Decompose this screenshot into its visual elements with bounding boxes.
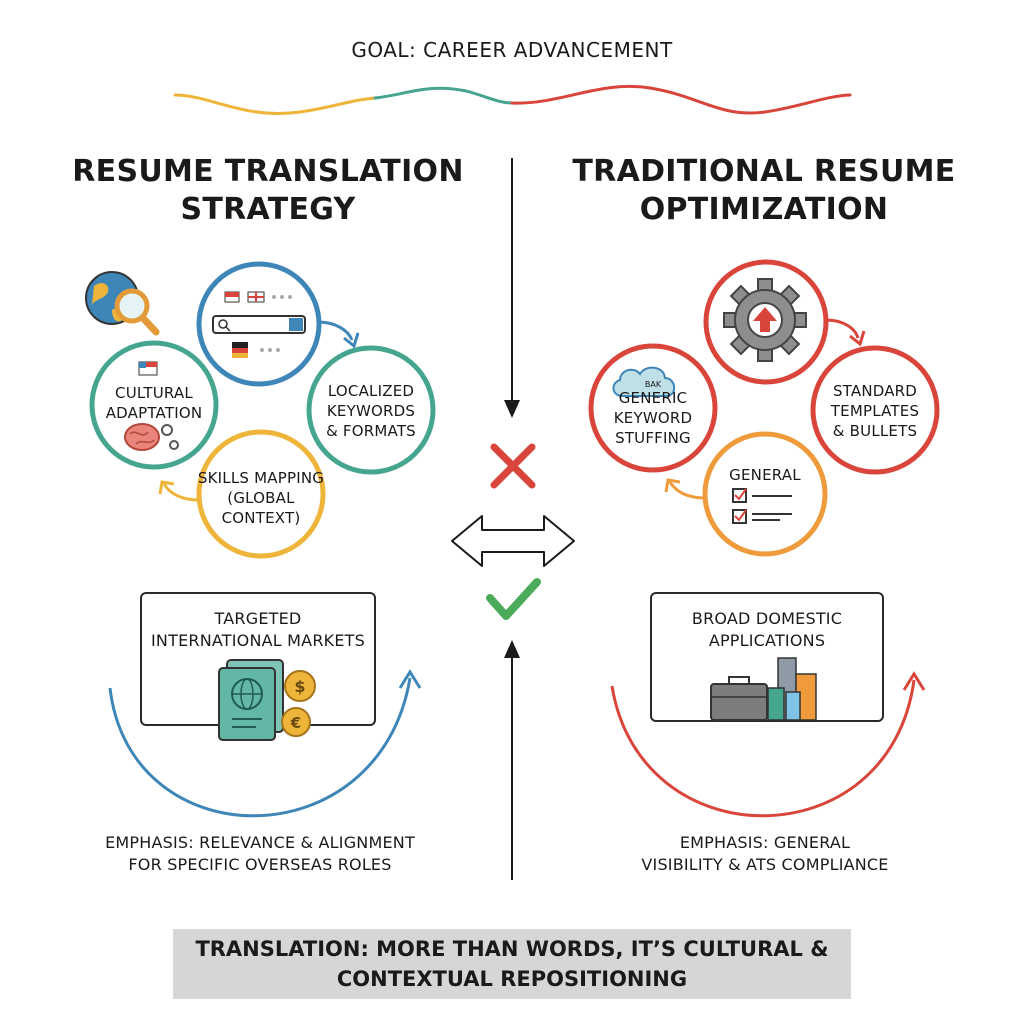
left-title: RESUME TRANSLATION STRATEGY bbox=[38, 153, 498, 229]
brain-gear-icon bbox=[124, 423, 179, 451]
left-emphasis-line2: FOR SPECIFIC OVERSEAS ROLES bbox=[128, 855, 392, 874]
right-emphasis-line1: EMPHASIS: GENERAL bbox=[679, 833, 851, 852]
circle-cultural-adaptation bbox=[89, 340, 219, 470]
generic-keyword-label: GENERIC KEYWORD STUFFING bbox=[593, 388, 713, 448]
broad-line1: BROAD DOMESTIC bbox=[691, 609, 843, 628]
broad-domestic-box: BROAD DOMESTIC APPLICATIONS bbox=[650, 592, 884, 722]
left-title-line1: RESUME TRANSLATION bbox=[72, 154, 464, 189]
standard-templates-label: STANDARD TEMPLATES & BULLETS bbox=[815, 381, 935, 441]
broad-domestic-label: BROAD DOMESTIC APPLICATIONS bbox=[652, 608, 882, 652]
general-label: GENERAL bbox=[705, 465, 825, 485]
localized-line3: & FORMATS bbox=[326, 422, 416, 440]
standard-line2: TEMPLATES bbox=[830, 402, 920, 420]
circle-skills-mapping bbox=[196, 429, 326, 559]
circle-standard-templates bbox=[810, 345, 940, 475]
goal-wave-line bbox=[173, 84, 852, 116]
checklist-icon bbox=[732, 488, 792, 524]
double-arrow-icon bbox=[451, 515, 575, 567]
skills-mapping-label: SKILLS MAPPING (GLOBAL CONTEXT) bbox=[196, 468, 326, 528]
right-cycle-arc bbox=[610, 679, 916, 818]
right-title: TRADITIONAL RESUME OPTIMIZATION bbox=[534, 153, 994, 229]
right-emphasis: EMPHASIS: GENERAL VISIBILITY & ATS COMPL… bbox=[565, 832, 965, 876]
gear-arrow-up-icon bbox=[723, 278, 807, 362]
curve-arrow-red bbox=[825, 318, 860, 339]
skills-line3: CONTEXT) bbox=[221, 509, 301, 527]
green-check-icon bbox=[486, 578, 541, 620]
circle-general bbox=[702, 431, 828, 557]
footer-banner: TRANSLATION: MORE THAN WORDS, IT’S CULTU… bbox=[173, 929, 851, 999]
cultural-line2: ADAPTATION bbox=[105, 404, 203, 422]
left-title-line2: STRATEGY bbox=[180, 192, 356, 227]
standard-line3: & BULLETS bbox=[832, 422, 918, 440]
localized-line2: KEYWORDS bbox=[326, 402, 416, 420]
globe-search-icon bbox=[85, 271, 160, 336]
footer-line1: TRANSLATION: MORE THAN WORDS, IT’S CULTU… bbox=[195, 937, 829, 961]
generic-line2: KEYWORD bbox=[613, 409, 693, 427]
right-title-line1: TRADITIONAL RESUME bbox=[572, 154, 956, 189]
targeted-markets-label: TARGETED INTERNATIONAL MARKETS bbox=[142, 608, 374, 652]
right-emphasis-line2: VISIBILITY & ATS COMPLIANCE bbox=[641, 855, 889, 874]
curve-arrow-blue bbox=[317, 320, 354, 341]
localized-keywords-label: LOCALIZED KEYWORDS & FORMATS bbox=[311, 381, 431, 441]
skills-line1: SKILLS MAPPING bbox=[197, 469, 325, 487]
cultural-adaptation-label: CULTURAL ADAPTATION bbox=[94, 383, 214, 423]
targeted-markets-box: TARGETED INTERNATIONAL MARKETS bbox=[140, 592, 376, 726]
search-bar-icon bbox=[212, 291, 306, 358]
footer-line2: CONTEXTUAL REPOSITIONING bbox=[336, 967, 688, 991]
standard-line1: STANDARD bbox=[832, 382, 918, 400]
targeted-line2: INTERNATIONAL MARKETS bbox=[151, 631, 365, 650]
skills-line2: (GLOBAL bbox=[227, 489, 295, 507]
curve-arrow-amber bbox=[162, 483, 200, 502]
generic-line1: GENERIC bbox=[618, 389, 688, 407]
curve-arrow-orange bbox=[668, 481, 706, 500]
left-emphasis: EMPHASIS: RELEVANCE & ALIGNMENT FOR SPEC… bbox=[60, 832, 460, 876]
circle-localized-keywords bbox=[306, 345, 436, 475]
broad-line2: APPLICATIONS bbox=[708, 631, 826, 650]
cloud-icon bbox=[612, 366, 676, 397]
cultural-line1: CULTURAL bbox=[115, 384, 193, 402]
general-line1: GENERAL bbox=[729, 466, 801, 484]
red-cross-icon bbox=[490, 443, 536, 489]
flag-icon bbox=[138, 361, 158, 376]
targeted-line1: TARGETED bbox=[214, 609, 302, 628]
generic-tag: BAK bbox=[644, 380, 662, 389]
generic-line3: STUFFING bbox=[615, 429, 691, 447]
left-cycle-arc bbox=[108, 677, 412, 818]
left-emphasis-line1: EMPHASIS: RELEVANCE & ALIGNMENT bbox=[105, 833, 415, 852]
right-title-line2: OPTIMIZATION bbox=[639, 192, 889, 227]
localized-line1: LOCALIZED bbox=[327, 382, 415, 400]
goal-title: GOAL: CAREER ADVANCEMENT bbox=[351, 38, 673, 62]
